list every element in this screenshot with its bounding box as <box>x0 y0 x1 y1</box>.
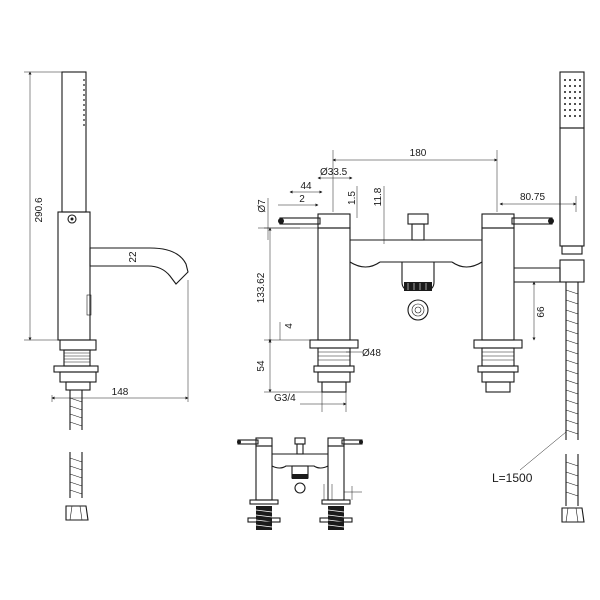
dim-front-lever-offset: 2 <box>299 194 305 205</box>
front-right-column <box>481 227 515 341</box>
dim-front-hose-height: 66 <box>536 306 547 318</box>
dim-front-thread: G3/4 <box>274 393 296 404</box>
side-handshower <box>61 71 87 213</box>
side-view: 290.6 22 148 <box>24 71 189 521</box>
dim-front-base-height: 54 <box>256 360 267 372</box>
dim-front-hose-offset: 80.75 <box>520 192 545 203</box>
front-diverter <box>407 213 429 225</box>
front-right-base <box>473 339 523 393</box>
front-hose-arm <box>514 267 561 283</box>
dim-front-span: 180 <box>410 148 427 159</box>
handshower-handle <box>559 127 585 247</box>
dim-side-spout: 22 <box>128 251 139 263</box>
handshower-nozzles <box>564 79 581 117</box>
small-threads <box>247 506 353 530</box>
dim-front-base-dia: Ø48 <box>362 348 381 359</box>
dim-hose-length: L=1500 <box>492 471 533 485</box>
dim-side-reach: 148 <box>112 387 129 398</box>
front-right-lever <box>511 217 553 225</box>
front-left-base <box>309 339 359 393</box>
small-assembly-view <box>237 437 363 530</box>
dim-front-thread-4: 4 <box>284 323 295 329</box>
front-view: 180 Ø33.5 44 2 1.5 11.8 Ø7 133.62 <box>256 148 585 412</box>
dim-front-handle-dia: Ø33.5 <box>320 167 348 178</box>
side-handshower-holes <box>83 79 85 126</box>
side-lever-knob <box>67 214 77 224</box>
side-hose <box>65 390 89 521</box>
right-hose <box>561 282 585 523</box>
handshower-view: L=1500 <box>492 71 585 523</box>
side-body <box>57 211 91 341</box>
side-base-nut <box>59 339 97 351</box>
dim-side-height: 290.6 <box>34 197 45 222</box>
front-aerator <box>407 299 429 321</box>
dim-front-lever-gap: 1.5 <box>347 191 358 205</box>
side-spout <box>89 247 189 285</box>
front-left-lever <box>279 217 321 225</box>
dim-front-lever-width: 44 <box>300 181 312 192</box>
side-thread <box>53 349 99 391</box>
dim-front-small-dia: Ø7 <box>257 199 268 213</box>
dim-front-lever-height: 11.8 <box>373 187 384 206</box>
dim-front-body-height: 133.62 <box>256 272 267 303</box>
front-left-column <box>317 227 351 341</box>
front-bridge <box>349 239 483 268</box>
